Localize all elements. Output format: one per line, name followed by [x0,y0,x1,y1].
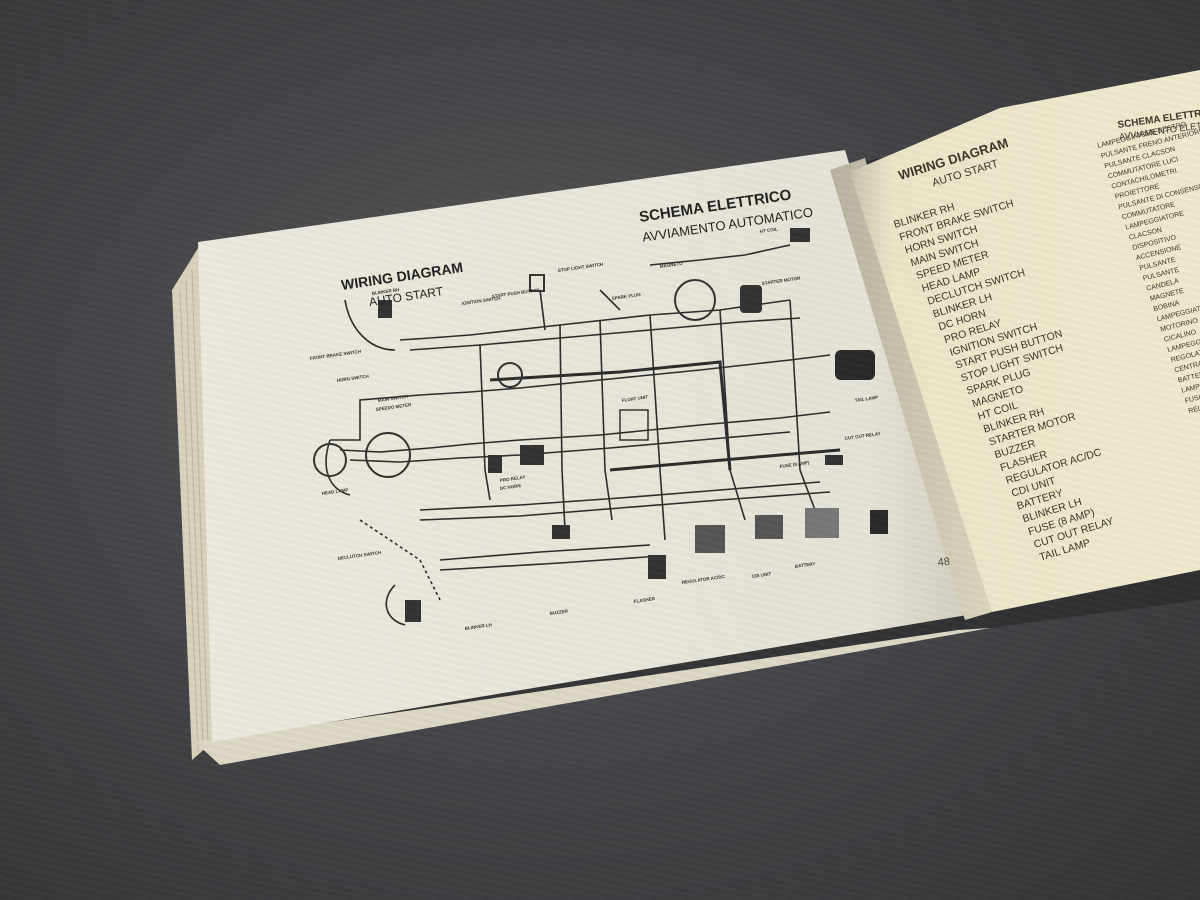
diagram-label: MAIN SWITCH [377,394,408,403]
diagram-labels: BLINKER RH FRONT BRAKE SWITCH HORN SWITC… [309,226,880,630]
harness-wire [339,411,831,453]
harness-wire [419,491,831,521]
dashed-wire [359,519,441,601]
diagram-label: BLINKER LH [464,622,492,631]
ignition-switch-icon [497,362,523,388]
diagram-label: BLINKER RH [371,287,399,296]
harness-wire [599,289,621,311]
buzzer-icon [552,525,570,539]
diagram-label: REGULATOR AC/DC [681,574,725,585]
diagram-label: FLASHER [633,596,655,604]
clutch-lever-outline [385,584,406,626]
dc-horn-icon [488,455,502,473]
book-gutter [830,158,992,620]
regulator-icon [695,525,725,553]
left-page [198,150,985,742]
magneto-icon [674,279,716,321]
harness-wire [439,544,651,561]
ht-coil-icon [790,228,810,242]
tail-lamp-icon [835,350,875,380]
cdi-unit-icon [755,515,783,539]
diagram-label: BATTERY [794,561,815,569]
harness-wire [599,319,613,521]
blinker-lh-icon [405,600,421,622]
bottom-page-edge [195,628,990,765]
harness-wire [330,354,831,441]
harness-wire [409,317,801,351]
harness-wire-bold [489,360,732,471]
harness-wire [539,289,546,331]
blinker-lh-rear-icon [870,510,888,534]
diagram-label: START PUSH BUTTON [491,287,540,299]
harness-wire [649,244,791,266]
harness-wire [419,481,821,511]
harness-wire [559,324,566,531]
brake-lever-outline [344,299,396,351]
diagram-label: CUT OUT RELAY [844,431,880,441]
page-edge-lines [179,269,209,753]
diagram-label: DC HORN [499,483,520,491]
diagram-label: BUZZER [549,608,569,616]
diagram-label: FUSE (8 AMP) [779,460,810,469]
diagram-label: SPARK PLUG [611,292,641,301]
diagram-label: MAGNETO [659,261,683,269]
flasher-icon [648,555,666,579]
diagram-label: STOP LIGHT SWITCH [557,262,603,273]
diagram-label: CDI UNIT [751,571,771,579]
starter-motor-icon [740,285,762,313]
diagram-label: DECLUTCH SWITCH [337,550,381,561]
head-lamp-icon [313,443,347,477]
harness-wire [789,299,816,511]
harness-wire [439,555,661,571]
diagram-label: HEAD LAMP [321,487,348,496]
battery-icon [805,508,839,538]
diagram-label: TAIL LAMP [854,395,878,403]
wiring-diagram [325,244,841,626]
diagram-label: FLOAT UNIT [621,394,648,403]
harness-wire-bold [609,448,841,472]
diagram-components [313,228,888,622]
diagram-label: HORN SWITCH [336,374,369,383]
page-number: 48 [937,556,950,569]
diagram-label: STARTER MOTOR [761,276,801,286]
blinker-rh-icon [378,300,392,318]
right-page [850,70,1200,612]
speedometer-icon [365,432,411,478]
diagram-label: PRO RELAY [499,474,525,483]
stop-light-switch-icon [529,274,545,292]
diagram-label: IGNITION SWITCH [461,296,500,306]
float-unit-icon [619,409,649,441]
harness-wire [649,314,666,541]
pro-relay-icon [520,445,544,465]
fuse-icon [825,455,843,465]
diagram-label: HT COIL [759,226,778,233]
diagram-label: SPEEDO METER [375,402,412,412]
harness-wire [479,344,491,501]
